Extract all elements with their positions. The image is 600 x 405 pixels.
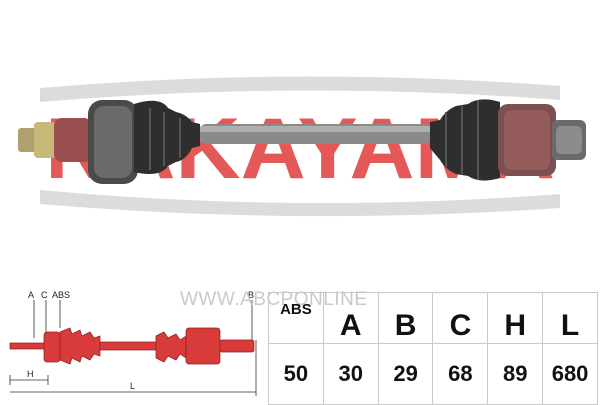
spec-value-h: 89: [487, 343, 544, 405]
label-a: A: [28, 290, 34, 300]
dimension-diagram: A C ABS B H L: [9, 290, 257, 396]
spec-header-a: A: [322, 292, 379, 344]
spec-value-c: 68: [432, 343, 489, 405]
drive-shaft-photo: NAKAYAMA: [18, 76, 586, 217]
spec-header-abs: ABS: [268, 292, 324, 344]
spec-value-l: 680: [542, 343, 598, 405]
label-l: L: [130, 381, 135, 391]
spec-header-c: C: [432, 292, 489, 344]
spec-header-b: B: [377, 292, 434, 344]
spec-value-row: 50 30 29 68 89 680: [268, 343, 598, 405]
drive-shaft: [18, 99, 586, 184]
spec-value-b: 29: [377, 343, 434, 405]
label-abs: ABS: [52, 290, 70, 300]
label-h: H: [27, 369, 34, 379]
spec-header-row: ABS A B C H L: [268, 292, 598, 344]
spec-value-a: 30: [322, 343, 379, 405]
spec-header-l: L: [542, 292, 598, 344]
spec-value-abs: 50: [268, 343, 324, 405]
shaft-outline: [9, 327, 255, 365]
label-b: B: [248, 290, 254, 300]
spec-table: ABS A B C H L 50 30 29 68 89 680: [268, 292, 598, 405]
spec-header-h: H: [487, 292, 544, 344]
label-c: C: [41, 290, 48, 300]
